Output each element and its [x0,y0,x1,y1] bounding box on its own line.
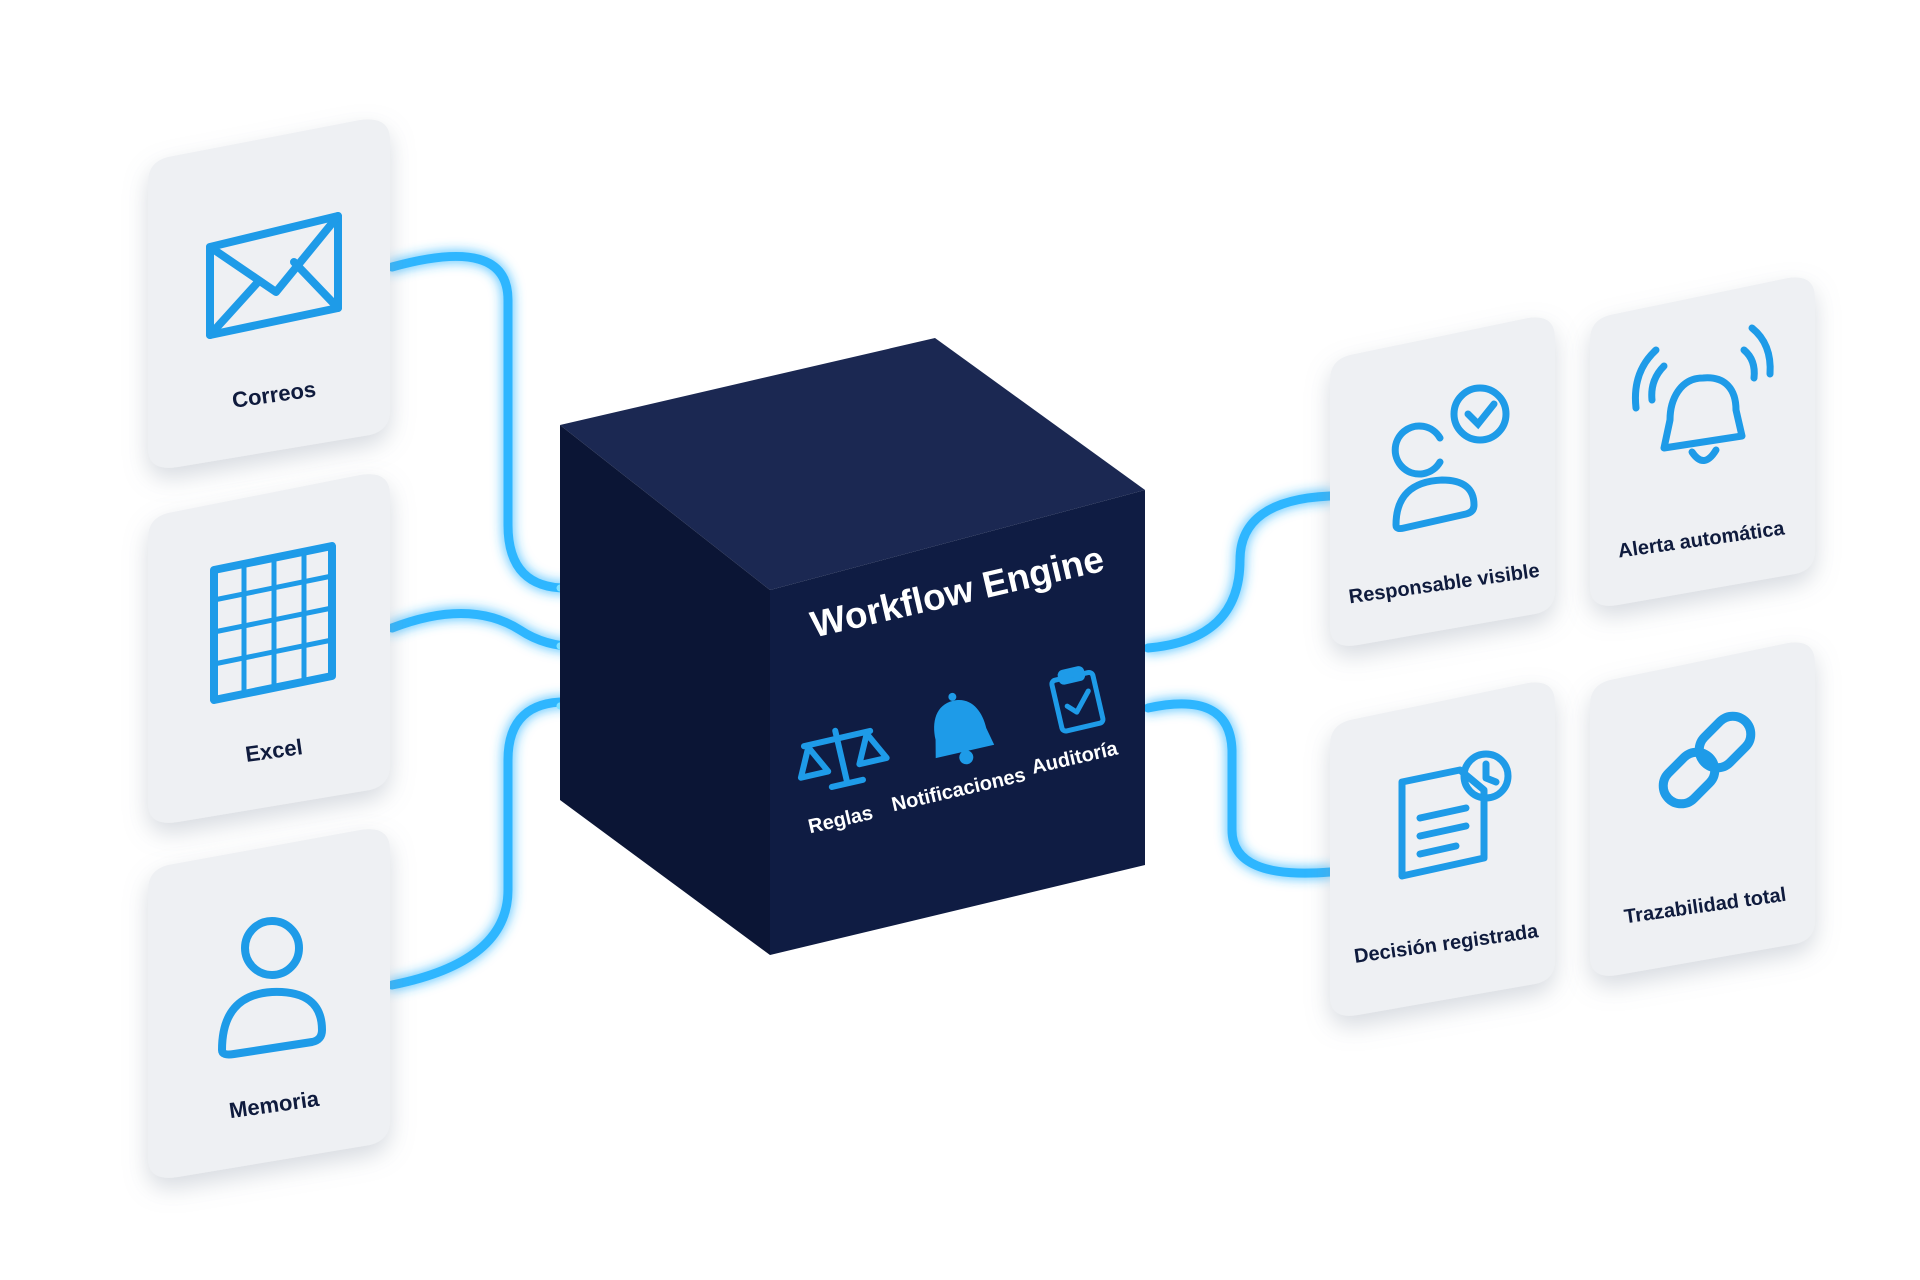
input-card-memoria: Memoria [148,829,390,1178]
wire-decision [1143,699,1335,878]
chain-link-icon [1658,711,1756,809]
bell-icon [934,692,995,765]
output-card-decision-registrada: Decisión registrada [1330,682,1555,1016]
ringing-bell-icon [1631,324,1774,464]
wire-responsable [1143,491,1335,653]
spreadsheet-icon [210,542,336,704]
output-card-responsable-visible: Responsable visible [1330,317,1555,646]
wire-memoria [387,691,641,990]
output-card-trazabilidad-total: Trazabilidad total [1590,642,1815,976]
wire-correos [387,251,641,593]
person-icon [217,917,327,1059]
clipboard-check-icon [1049,666,1106,734]
cube-left-face [560,425,770,955]
input-card-excel: Excel [148,474,390,823]
cube-top-face [560,338,1145,590]
envelope-icon [206,212,342,339]
input-card-correos: Correos [148,119,390,468]
document-clock-icon [1398,750,1512,880]
person-check-icon [1391,384,1510,533]
scales-icon [797,727,890,790]
output-card-alerta-automatica: Alerta automática [1590,277,1815,606]
